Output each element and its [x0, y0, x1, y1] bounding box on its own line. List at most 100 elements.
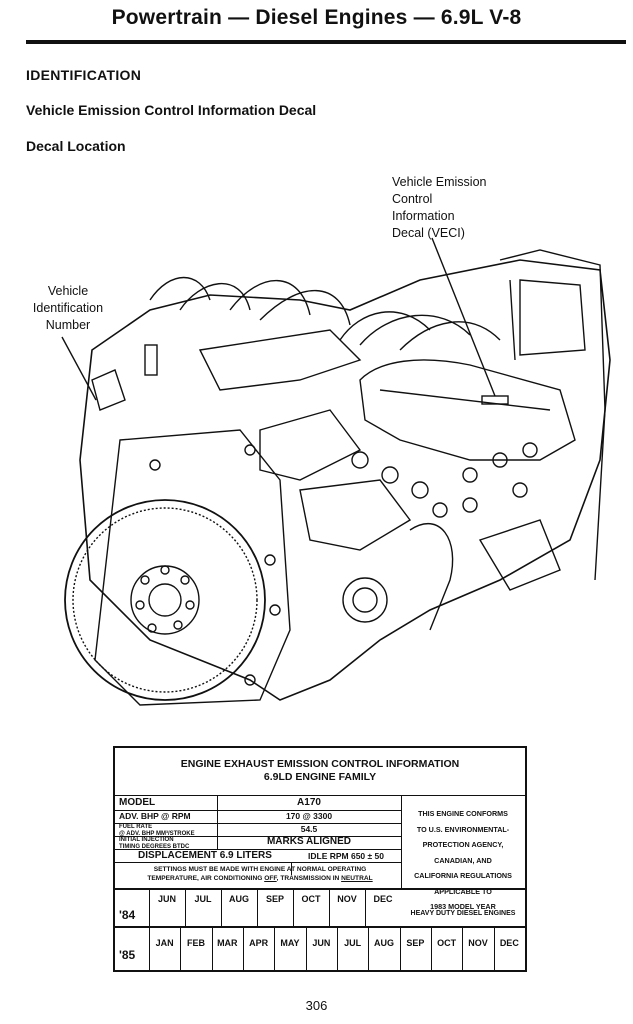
grid-line [149, 926, 150, 972]
grid-line [399, 926, 401, 972]
month-cell: JUL [194, 894, 212, 904]
grid-line [211, 926, 213, 972]
decal-title-line1: ENGINE EXHAUST EMISSION CONTROL INFORMAT… [180, 758, 460, 770]
grid-line [115, 836, 401, 837]
grid-line [115, 810, 401, 811]
page-header-title: Powertrain — Diesel Engines — 6.9L V-8 [111, 6, 522, 29]
settings-text: TEMPERATURE, AIR CONDITIONING [147, 875, 265, 882]
decal-title: ENGINE EXHAUST EMISSION CONTROL INFORMAT… [115, 748, 525, 796]
grid-line [115, 849, 401, 850]
grid-line [305, 926, 307, 972]
month-cell: MAY [280, 938, 300, 948]
timing-label-line: INITIAL INJECTION [119, 837, 174, 843]
grid-line [329, 888, 330, 926]
timing-label-line: TIMING DEGREES BTDC [119, 843, 190, 850]
veci-callout-line: Decal (VECI) [392, 226, 465, 240]
grid-line [180, 926, 182, 972]
month-cell: NOV [468, 938, 488, 948]
vin-callout-line: Vehicle [47, 284, 89, 298]
timing-value: MARKS ALIGNED [266, 836, 352, 847]
model-label: MODEL [119, 797, 156, 808]
month-cell: SEP [265, 894, 284, 904]
month-cell: JUL [344, 938, 362, 948]
cert-line: TO U.S. ENVIRONMENTAL- [416, 824, 510, 834]
fuel-rate-label-line: @ ADV. BHP MM³/STROKE [119, 830, 195, 837]
grid-line [493, 926, 495, 972]
month-cell: MAR [217, 938, 238, 948]
displacement: DISPLACEMENT 6.9 LITERS [138, 850, 272, 861]
fuel-rate-label: FUEL RATE @ ADV. BHP MM³/STROKE [119, 824, 195, 837]
month-cell: AUG [373, 938, 394, 948]
month-cell: DEC [499, 938, 519, 948]
veci-callout-line: Control [392, 192, 433, 206]
bhp-value: 170 @ 3300 [285, 811, 333, 821]
vin-callout-line: Identification [32, 301, 104, 315]
grid-line [291, 862, 292, 875]
header-rule [26, 40, 626, 44]
grid-line [274, 926, 276, 972]
fuel-rate-value: 54.5 [300, 824, 318, 834]
idle-rpm: IDLE RPM 650 ± 50 [308, 851, 384, 861]
subheading-decal-location: Decal Location [26, 138, 126, 154]
grid-line [115, 823, 401, 824]
emission-decal: ENGINE EXHAUST EMISSION CONTROL INFORMAT… [113, 746, 527, 972]
grid-line [293, 888, 294, 926]
month-cell: FEB [186, 938, 205, 948]
timing-label: INITIAL INJECTION TIMING DEGREES BTDC [119, 837, 189, 850]
month-cell: AUG [229, 894, 249, 904]
cert-line: PROTECTION AGENCY, [422, 840, 504, 849]
grid-line [257, 888, 258, 926]
model-value: A170 [297, 797, 321, 808]
grid-line [243, 926, 244, 972]
month-cell: OCT [437, 938, 457, 948]
grid-line [115, 888, 525, 890]
month-cell: JAN [155, 938, 174, 948]
settings-note-line2: TEMPERATURE, AIR CONDITIONING OFF, TRANS… [119, 874, 401, 883]
month-cell: JUN [312, 938, 331, 948]
grid-line [431, 926, 432, 972]
cert-line: THIS ENGINE CONFORMS [418, 809, 508, 818]
grid-line [115, 926, 525, 928]
month-cell: NOV [337, 894, 357, 904]
settings-note-line1: SETTINGS MUST BE MADE WITH ENGINE AT NOR… [153, 866, 367, 873]
subheading-veci: Vehicle Emission Control Information Dec… [26, 102, 317, 118]
cert-line: 1983 MODEL YEAR [430, 902, 496, 911]
cert-line: CANADIAN, AND [434, 855, 492, 865]
page-number: 306 [305, 998, 328, 1013]
month-cell: DEC [373, 894, 393, 904]
veci-callout: Vehicle Emission Control Information Dec… [392, 174, 487, 242]
grid-line [365, 888, 366, 926]
settings-off: OFF [264, 875, 277, 882]
grid-line [337, 926, 338, 972]
decal-title-line2: 6.9LD ENGINE FAMILY [263, 771, 377, 783]
section-heading: IDENTIFICATION [26, 67, 142, 83]
veci-callout-line: Vehicle Emission [392, 175, 487, 189]
grid-line [185, 888, 186, 926]
month-cell: APR [249, 938, 269, 948]
grid-line [221, 888, 222, 926]
vin-callout: Vehicle Identification Number [28, 283, 108, 334]
month-cell: OCT [301, 894, 321, 904]
settings-text: , TRANSMISSION IN [276, 875, 342, 882]
bhp-label: ADV. BHP @ RPM [119, 811, 191, 821]
grid-line [462, 926, 464, 972]
month-cell: SEP [406, 938, 425, 948]
veci-callout-line: Information [392, 209, 455, 223]
year-84: '84 [119, 908, 136, 922]
year-85: '85 [119, 948, 136, 962]
cert-line: CALIFORNIA REGULATIONS [414, 871, 512, 880]
settings-note: SETTINGS MUST BE MADE WITH ENGINE AT NOR… [119, 865, 401, 883]
settings-neutral: NEUTRAL [341, 875, 373, 882]
grid-line [149, 888, 150, 926]
cert-line-last: HEAVY DUTY DIESEL ENGINES [410, 910, 516, 917]
grid-line [368, 926, 370, 972]
cert-line: APPLICABLE TO [434, 886, 492, 896]
engine-illustration [61, 237, 611, 706]
grid-line [115, 862, 401, 863]
grid-line [217, 796, 218, 849]
vin-callout-line: Number [45, 318, 91, 332]
month-cell: JUN [157, 894, 176, 904]
fuel-rate-label-line: FUEL RATE [119, 824, 153, 830]
certification-statement: THIS ENGINE CONFORMS TO U.S. ENVIRONMENT… [401, 806, 525, 915]
grid-line [401, 796, 402, 888]
